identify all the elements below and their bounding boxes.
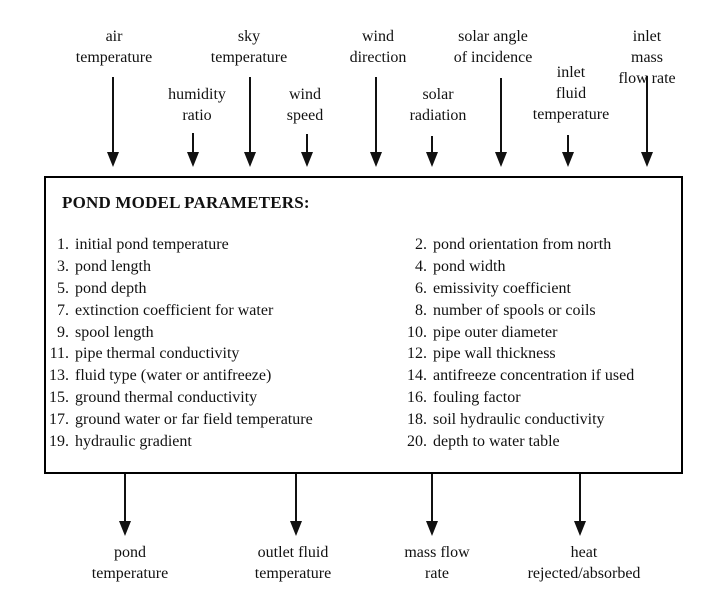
outlet-fluid-temperature-down-arrow-icon	[289, 474, 303, 536]
parameter-item: 11. pipe thermal conductivity	[46, 343, 313, 365]
air-temperature-down-arrow-icon	[106, 77, 120, 167]
parameter-text: pipe outer diameter	[433, 323, 558, 341]
parameter-number: 14.	[407, 367, 427, 385]
parameter-item: 10. pipe outer diameter	[404, 322, 634, 344]
input-label-sky-temperature: sky temperature	[210, 28, 288, 66]
output-label-outlet-fluid-temperature: outlet fluid temperature	[254, 544, 332, 582]
parameter-item: 1. initial pond temperature	[46, 234, 313, 256]
parameter-number: 6.	[415, 279, 427, 297]
parameter-number: 2.	[415, 236, 427, 253]
input-label-air-temperature: air temperature	[75, 28, 153, 66]
parameter-number: 19.	[49, 433, 69, 451]
parameter-text: depth to water table	[433, 433, 560, 451]
parameter-text: pond width	[433, 257, 506, 275]
parameter-item: 3. pond length	[46, 256, 313, 278]
parameter-text: pipe thermal conductivity	[75, 345, 240, 363]
parameter-item: 12. pipe wall thickness	[404, 343, 634, 365]
parameter-item: 17. ground water or far field temperature	[46, 409, 313, 431]
parameter-text: initial pond temperature	[75, 236, 229, 253]
input-label-inlet-mass-flow-rate: inlet mass flow rate	[618, 28, 676, 87]
parameter-number: 12.	[407, 345, 427, 363]
inlet-fluid-temperature-down-arrow-icon	[561, 135, 575, 167]
pond-model-parameters-box: POND MODEL PARAMETERS: 1. initial pond te…	[44, 176, 683, 474]
parameters-left-column: 1. initial pond temperature 3. pond length…	[46, 234, 313, 453]
input-label-wind-direction: wind direction	[349, 28, 407, 66]
parameter-item: 7. extinction coefficient for water	[46, 300, 313, 322]
solar-angle-down-arrow-icon	[494, 78, 508, 167]
parameter-item: 16. fouling factor	[404, 387, 634, 409]
parameter-text: ground water or far field temperature	[75, 411, 313, 429]
parameters-right-column: 2. pond orientation from north 4. pond wid…	[404, 234, 634, 453]
parameter-number: 4.	[415, 257, 427, 275]
parameter-number: 8.	[415, 301, 427, 319]
solar-radiation-down-arrow-icon	[425, 136, 439, 167]
parameter-item: 15. ground thermal conductivity	[46, 387, 313, 409]
input-label-solar-radiation: solar radiation	[409, 86, 467, 124]
output-label-heat-rejected-absorbed: heat rejected/absorbed	[527, 544, 641, 582]
parameter-item: 8. number of spools or coils	[404, 300, 634, 322]
parameter-text: extinction coefficient for water	[75, 301, 274, 319]
inlet-mass-flow-rate-down-arrow-icon	[640, 76, 654, 167]
parameter-text: soil hydraulic conductivity	[433, 411, 605, 429]
parameter-number: 20.	[407, 433, 427, 451]
parameter-text: number of spools or coils	[433, 301, 596, 319]
input-label-inlet-fluid-temperature: inlet fluid temperature	[532, 64, 610, 123]
parameter-number: 17.	[49, 411, 69, 429]
parameter-text: pond length	[75, 257, 151, 275]
parameter-text: spool length	[75, 323, 154, 341]
parameter-text: hydraulic gradient	[75, 433, 192, 451]
pond-temperature-down-arrow-icon	[118, 474, 132, 536]
parameter-number: 3.	[57, 257, 69, 275]
parameter-text: fluid type (water or antifreeze)	[75, 367, 272, 385]
parameter-text: fouling factor	[433, 389, 521, 407]
parameter-number: 15.	[49, 389, 69, 407]
humidity-ratio-down-arrow-icon	[186, 133, 200, 167]
parameter-text: emissivity coefficient	[433, 279, 571, 297]
wind-speed-down-arrow-icon	[300, 134, 314, 167]
parameter-text: ground thermal conductivity	[75, 389, 258, 407]
input-label-wind-speed: wind speed	[286, 86, 324, 124]
parameter-number: 5.	[57, 279, 69, 297]
parameter-item: 20. depth to water table	[404, 431, 634, 453]
parameter-number: 9.	[57, 323, 69, 341]
parameter-text: pond depth	[75, 279, 147, 297]
mass-flow-rate-down-arrow-icon	[425, 474, 439, 536]
parameter-item: 5. pond depth	[46, 278, 313, 300]
parameter-number: 18.	[407, 411, 427, 429]
box-title: POND MODEL PARAMETERS:	[62, 193, 310, 212]
input-label-humidity-ratio: humidity ratio	[168, 86, 226, 124]
parameter-text: antifreeze concentration if used	[433, 367, 635, 385]
parameter-item: 9. spool length	[46, 322, 313, 344]
input-label-solar-angle-of-incidence: solar angle of incidence	[453, 28, 533, 66]
parameter-item: 18. soil hydraulic conductivity	[404, 409, 634, 431]
parameter-item: 6. emissivity coefficient	[404, 278, 634, 300]
parameter-item: 2. pond orientation from north	[404, 234, 634, 256]
parameter-number: 10.	[407, 323, 427, 341]
sky-temperature-down-arrow-icon	[243, 77, 257, 167]
output-label-mass-flow-rate: mass flow rate	[404, 544, 470, 582]
parameter-number: 1.	[57, 236, 69, 253]
parameter-item: 13. fluid type (water or antifreeze)	[46, 365, 313, 387]
parameter-text: pond orientation from north	[433, 236, 612, 253]
parameter-number: 11.	[49, 345, 69, 363]
heat-rejected-absorbed-down-arrow-icon	[573, 474, 587, 536]
parameter-number: 16.	[407, 389, 427, 407]
parameter-text: pipe wall thickness	[433, 345, 556, 363]
output-label-pond-temperature: pond temperature	[91, 544, 169, 582]
parameter-number: 13.	[49, 367, 69, 385]
parameter-number: 7.	[57, 301, 69, 319]
parameter-item: 19. hydraulic gradient	[46, 431, 313, 453]
parameter-item: 14. antifreeze concentration if used	[404, 365, 634, 387]
parameter-item: 4. pond width	[404, 256, 634, 278]
wind-direction-down-arrow-icon	[369, 77, 383, 167]
